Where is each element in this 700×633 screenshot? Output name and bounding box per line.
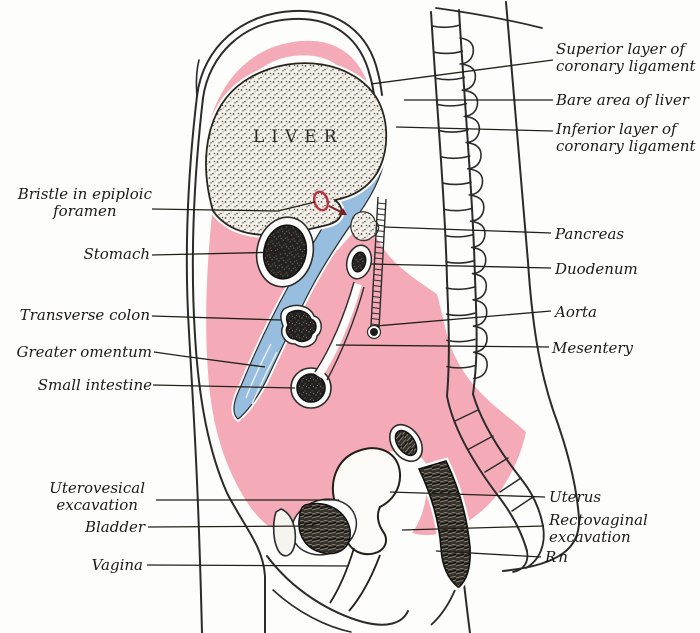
bladder-organ	[290, 498, 358, 556]
liver: LIVER	[203, 60, 390, 238]
liver-text: LIVER	[253, 127, 344, 147]
label-mesentery: Mesentery	[552, 340, 633, 357]
vertebra-segments	[431, 24, 488, 380]
label-line: Superior layer of	[556, 40, 685, 58]
label-rectovaginal-excavation: Rectovaginal excavation	[549, 512, 648, 546]
leader-greater-omentum	[153, 351, 266, 368]
leader-superior-coronary-ligament	[370, 59, 554, 85]
label-aorta: Aorta	[555, 304, 597, 321]
neck-line	[435, 7, 543, 29]
label-bristle-epiploic-foramen: Bristle in epiploic foramen	[18, 186, 152, 220]
label-line: Stomach	[83, 245, 150, 263]
label-line: Greater omentum	[16, 343, 152, 361]
leader-small-intestine	[152, 384, 296, 389]
rectum-organ	[414, 457, 474, 626]
label-line: Inferior layer of	[556, 120, 677, 138]
label-uterus: Uterus	[549, 489, 601, 506]
label-line: excavation	[549, 528, 631, 546]
label-greater-omentum: Greater omentum	[16, 344, 152, 361]
greater-omentum-layers	[245, 343, 278, 405]
label-line: Vagina	[91, 556, 143, 574]
label-line: Pancreas	[555, 225, 625, 243]
label-line: Bladder	[84, 518, 145, 536]
transverse-colon-organ	[280, 304, 322, 348]
label-inferior-coronary-ligament: Inferior layer of coronary ligament	[556, 121, 696, 155]
label-stomach: Stomach	[83, 246, 150, 263]
leader-bristle-epiploic-foramen	[151, 201, 316, 212]
label-duodenum: Duodenum	[555, 261, 638, 278]
label-transverse-colon: Transverse colon	[20, 307, 150, 324]
label-prefix: R	[545, 548, 557, 566]
leader-uterus	[389, 491, 546, 498]
leader-lines	[146, 59, 554, 567]
label-line: coronary ligament	[556, 57, 696, 75]
thigh-back-line	[463, 583, 471, 633]
sacrum-segment-lines	[454, 409, 534, 512]
leader-inferior-coronary-ligament	[395, 126, 554, 132]
leader-rectum	[435, 550, 542, 558]
label-line: Aorta	[555, 303, 598, 321]
bristle-epiploic-foramen-marker	[312, 190, 347, 215]
sacrum-posterior	[472, 393, 544, 527]
leader-pancreas	[383, 226, 552, 234]
leader-stomach	[151, 251, 286, 256]
label-uterovesical-excavation: Uterovesical excavation	[49, 480, 145, 514]
leader-transverse-colon	[151, 315, 282, 321]
leader-vagina	[146, 564, 349, 567]
leader-bladder	[147, 525, 318, 528]
label-line: Small intestine	[37, 376, 152, 394]
abdominal-wall-inner	[191, 97, 266, 633]
label-vagina: Vagina	[92, 557, 143, 574]
duodenum-organ	[345, 244, 373, 280]
label-line: Duodenum	[555, 260, 638, 278]
label-superior-coronary-ligament: Superior layer of coronary ligament	[556, 41, 696, 75]
label-line: excavation	[56, 496, 138, 514]
label-pancreas: Pancreas	[555, 226, 624, 243]
sigmoid-colon-organ	[388, 423, 424, 463]
anus-line	[430, 589, 456, 626]
pubic-bone	[272, 508, 297, 557]
label-line: foramen	[53, 202, 117, 220]
chest-line	[195, 59, 200, 98]
label-line: Bare area of liver	[556, 91, 689, 109]
bristle-ring	[312, 190, 330, 212]
leader-duodenum	[370, 263, 552, 269]
label-line: coronary ligament	[556, 137, 696, 155]
aorta-vessel	[366, 196, 387, 340]
small-intestine-organ	[290, 367, 332, 409]
label-line: Transverse colon	[19, 306, 150, 324]
vagina-canal	[329, 547, 381, 612]
label-bladder: Bladder	[85, 519, 145, 536]
leader-mesentery	[335, 344, 550, 348]
perineum-curve-1	[266, 555, 409, 626]
label-line: Uterus	[549, 488, 602, 506]
label-line: Rectovaginal	[549, 511, 648, 529]
label-line: Bristle in epiploic	[17, 185, 152, 203]
leader-aorta	[375, 310, 552, 327]
vertebral-column	[430, 9, 545, 573]
diaphragm-dome-inner	[202, 17, 375, 99]
peritoneum-band-over-liver	[203, 40, 369, 183]
body-outline	[185, 1, 581, 633]
abdominal-wall-outer	[185, 95, 203, 633]
perineum-curve-2	[272, 589, 352, 633]
label-bare-area-liver: Bare area of liver	[556, 92, 689, 109]
label-line: Uterovesical	[49, 479, 145, 497]
label-small-intestine: Small intestine	[38, 377, 152, 394]
bristle-arrowhead	[338, 208, 347, 215]
coccyx	[512, 525, 545, 573]
label-suffix: n	[558, 548, 568, 566]
mesentery-fan	[314, 281, 365, 381]
back-outline	[502, 1, 581, 572]
label-line: Mesentery	[552, 339, 634, 357]
leader-rectovaginal-excavation	[401, 525, 545, 531]
pancreas-organ	[350, 211, 380, 242]
diaphragm-dome-outer	[196, 9, 383, 97]
